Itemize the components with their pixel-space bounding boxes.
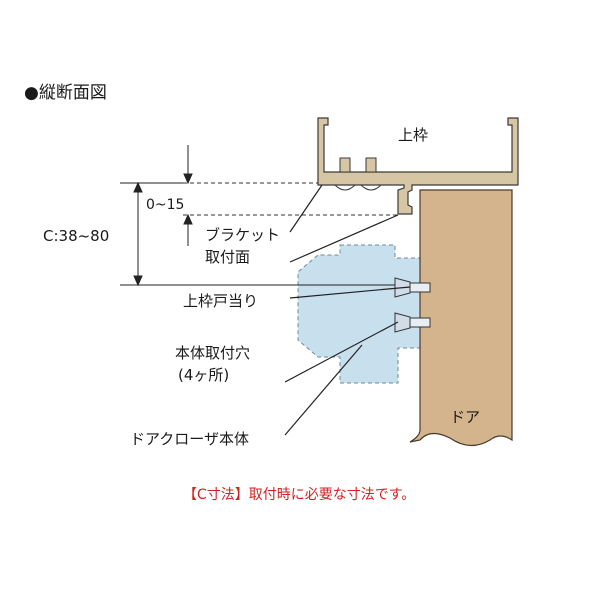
- stop-label: 上枠戸当り: [183, 292, 258, 310]
- mounting-screw-lower: [394, 312, 431, 333]
- c-dimension: [120, 181, 400, 287]
- c-dimension-label: C:38~80: [43, 227, 109, 245]
- leader-lines: [284, 184, 411, 436]
- c-dimension-note: 【C寸法】取付時に必要な寸法です。: [183, 487, 415, 503]
- door-closer-body: [297, 244, 421, 384]
- closer-body-label: ドアクローザ本体: [130, 430, 249, 448]
- hole-label-line1: 本体取付穴: [175, 344, 250, 362]
- bracket-label-line2: 取付面: [205, 248, 250, 266]
- reference-lines: [183, 182, 398, 216]
- door-label: ドア: [450, 408, 480, 426]
- range-dimension: [183, 145, 193, 246]
- door: [409, 189, 513, 447]
- upper-frame: [317, 117, 519, 215]
- bracket-label-line1: ブラケット: [205, 226, 280, 244]
- range-label: 0~15: [146, 197, 184, 213]
- upper-frame-label: 上枠: [398, 126, 428, 144]
- hole-label-line2: (4ヶ所): [178, 366, 229, 384]
- diagram-title: ●縦断面図: [24, 83, 107, 103]
